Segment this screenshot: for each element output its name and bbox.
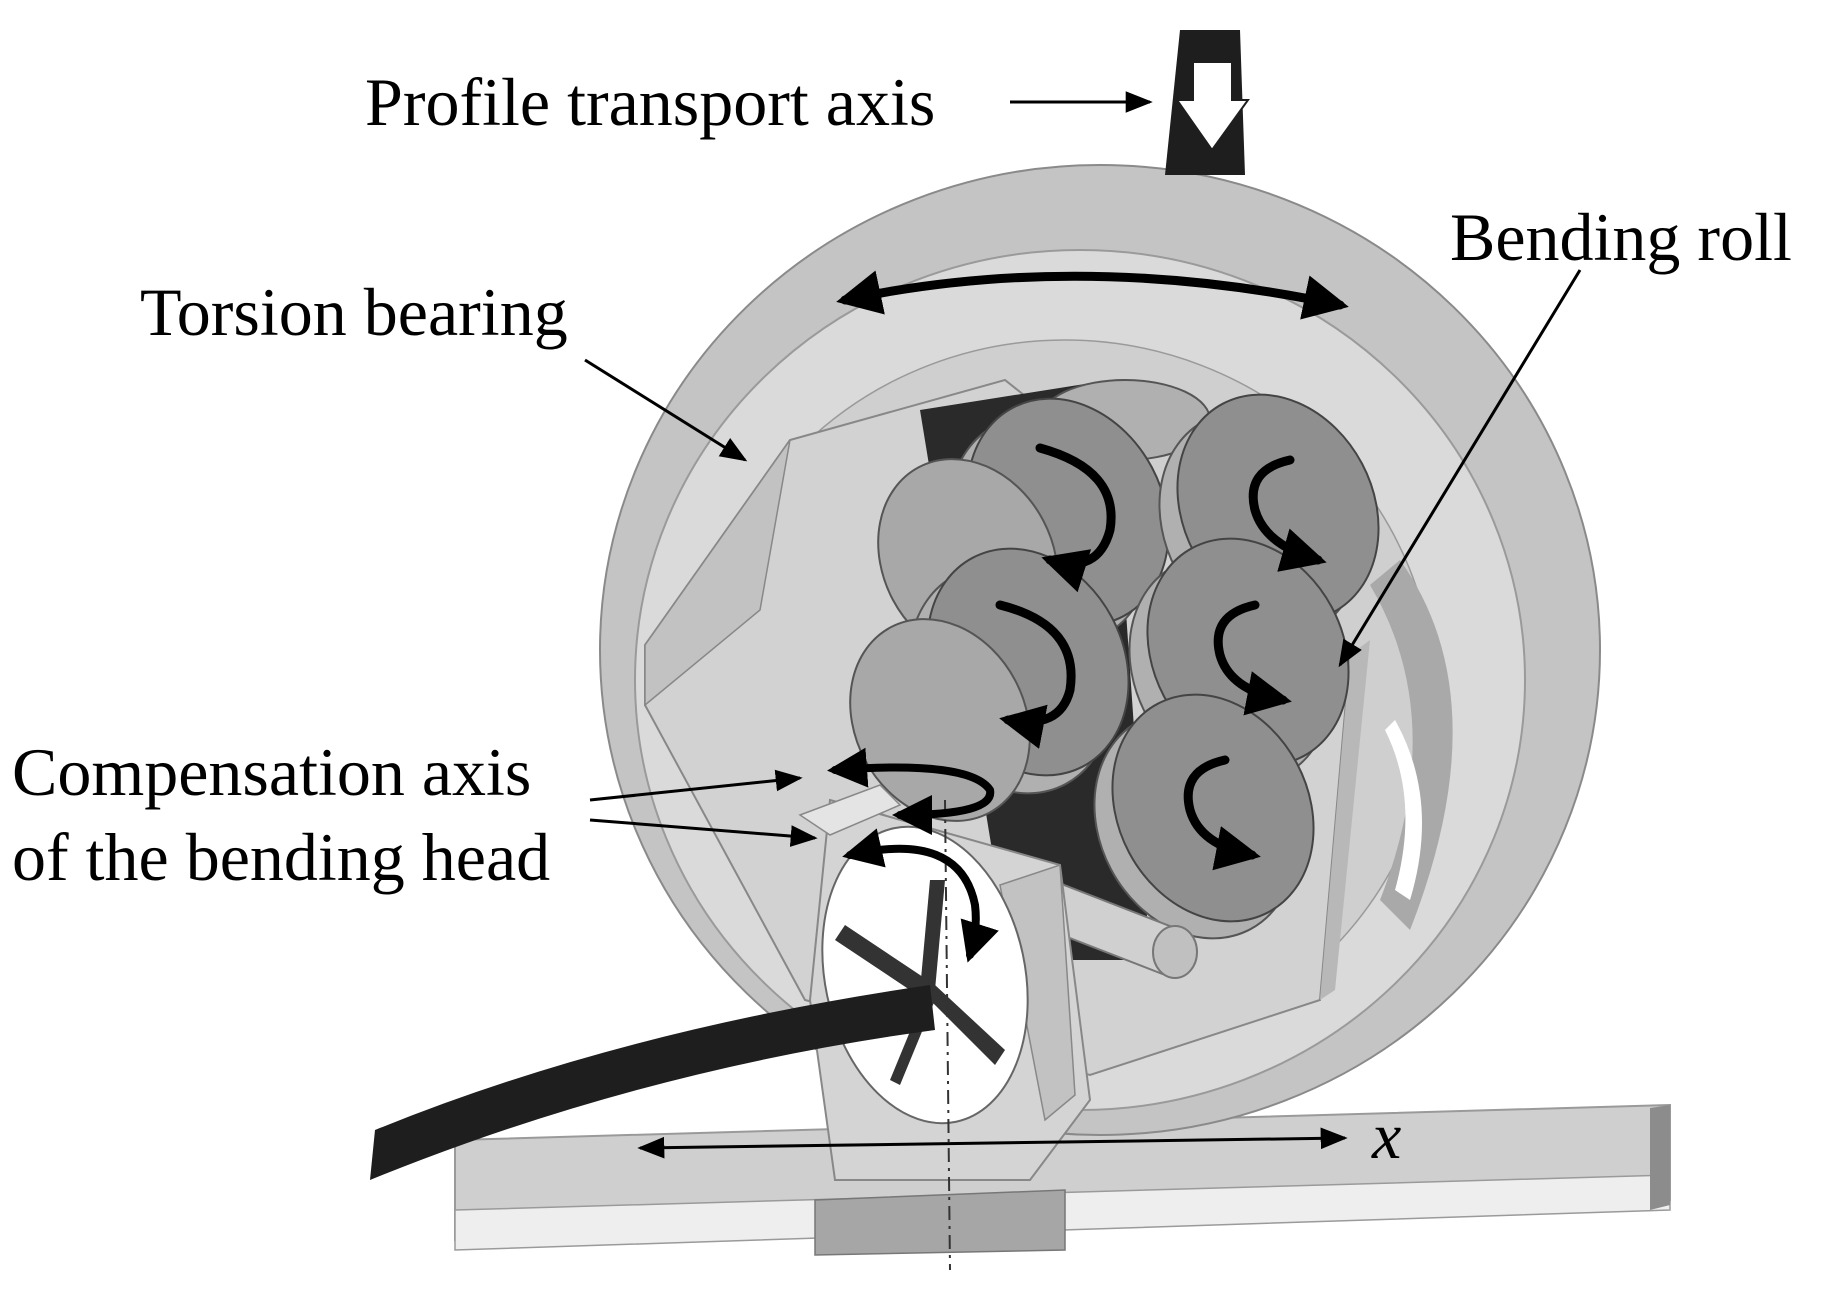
label-x-axis: x — [1371, 1100, 1401, 1173]
label-bending-roll: Bending roll — [1450, 199, 1792, 275]
rotation-arrow-icon — [1035, 443, 1116, 593]
leader-compensation-upper — [589, 769, 803, 802]
rotation-arrow-icon — [995, 600, 1076, 749]
label-profile-transport-axis: Profile transport axis — [365, 64, 935, 140]
leader-bending-roll — [1338, 269, 1582, 668]
bent-profile — [370, 985, 935, 1180]
leader-compensation-lower — [589, 818, 818, 847]
bending-rolls — [849, 379, 1380, 940]
rotation-arrow-icon — [1213, 600, 1292, 716]
x-axis-double-arrow — [637, 1127, 1348, 1159]
compensation-arrow-icon — [827, 747, 995, 835]
profile-transport-bar — [1165, 30, 1250, 175]
rotation-arrow-icon — [1183, 755, 1261, 871]
down-arrow-icon — [1175, 61, 1250, 152]
label-torsion-bearing: Torsion bearing — [140, 274, 568, 350]
label-compensation-line1: Compensation axis — [12, 734, 531, 810]
compensation-arrow-icon — [842, 828, 999, 963]
leader-torsion-bearing — [584, 358, 748, 462]
label-compensation-line2: of the bending head — [12, 819, 550, 895]
torsion-double-arrow-icon — [836, 270, 1349, 320]
rotation-arrow-icon — [1248, 455, 1327, 572]
